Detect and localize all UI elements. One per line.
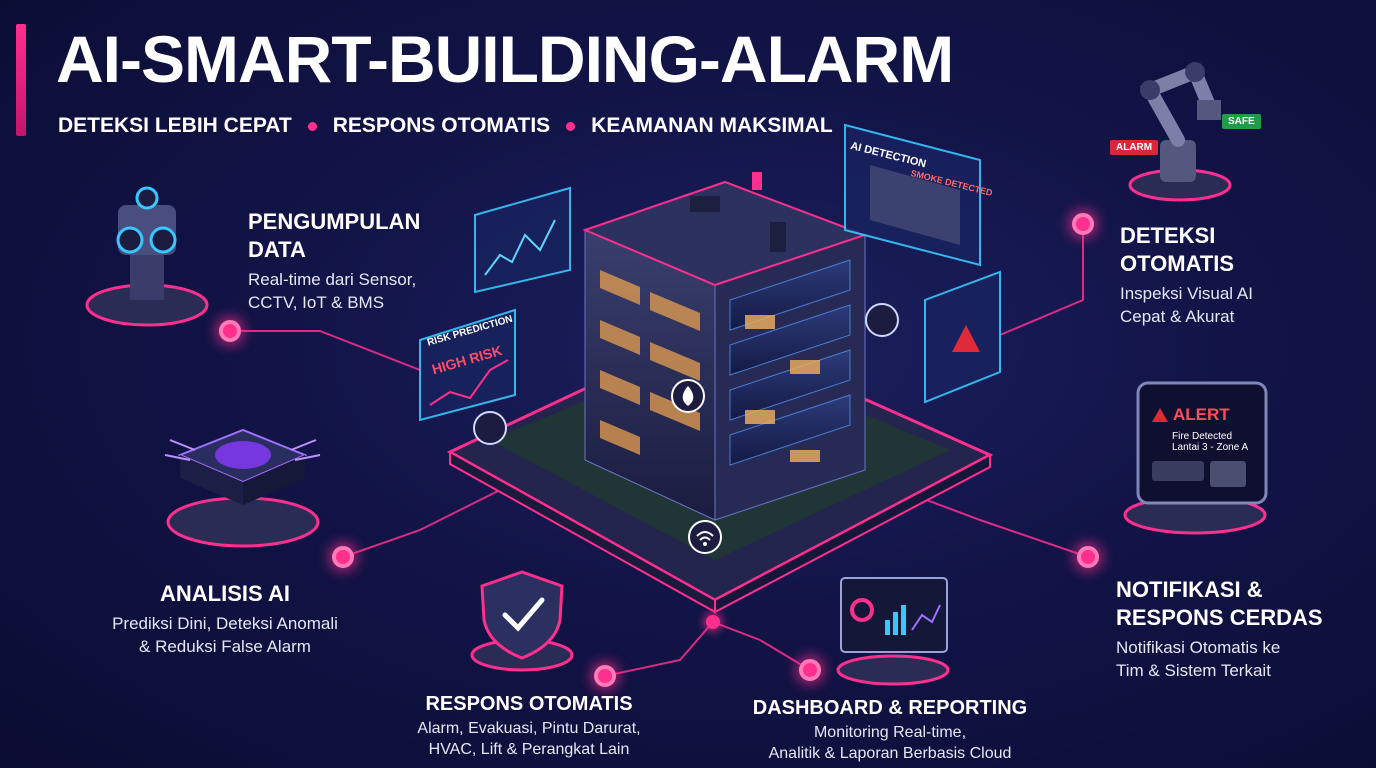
connector-node (594, 665, 616, 687)
connector-node (799, 659, 821, 681)
page-title: AI-SMART-BUILDING-ALARM (56, 22, 954, 96)
connector-node (332, 546, 354, 568)
bullet-icon (307, 121, 317, 131)
feature-desc: & Reduksi False Alarm (139, 637, 311, 656)
building (473, 172, 899, 554)
tablet-screen: ALERT Fire Detected Lantai 3 - Zone A (1152, 405, 1256, 487)
dashboard-monitor (836, 577, 950, 686)
feature-auto-response: RESPONS OTOMATIS Alarm, Evakuasi, Pintu … (384, 690, 674, 760)
feature-desc: Alarm, Evakuasi, Pintu Darurat, (417, 720, 641, 737)
tablet-action-button[interactable] (1152, 461, 1204, 481)
camera-pedestal (85, 186, 209, 327)
connector-node (219, 320, 241, 342)
feature-title: DASHBOARD & REPORTING (752, 697, 1028, 719)
ai-chip-pedestal (164, 428, 321, 548)
tablet-alert-line: Lantai 3 - Zone A (1172, 442, 1249, 453)
feature-desc: Notifikasi Otomatis ke (1116, 638, 1281, 657)
accent-bar (16, 24, 26, 136)
feature-auto-detection: DETEKSI OTOMATIS Inspeksi Visual AI Cepa… (1120, 222, 1253, 328)
feature-desc: Cepat & Akurat (1120, 307, 1235, 326)
feature-title: ANALISIS AI (160, 581, 290, 606)
connector-node (1077, 546, 1099, 568)
feature-title: DATA (248, 237, 306, 262)
feature-notification: NOTIFIKASI & RESPONS CERDAS Notifikasi O… (1116, 576, 1323, 682)
tablet-thumbnail (1210, 461, 1246, 487)
feature-title: DETEKSI (1120, 223, 1216, 248)
feature-desc: Monitoring Real-time, (813, 724, 967, 741)
feature-title: RESPONS CERDAS (1116, 605, 1323, 630)
feature-desc: Tim & Sistem Terkait (1116, 661, 1271, 680)
tagline-item: RESPONS OTOMATIS (332, 114, 551, 137)
feature-desc: Analitik & Laporan Berbasis Cloud (768, 745, 1012, 762)
shield-pedestal (470, 570, 574, 672)
feature-title: NOTIFIKASI & (1116, 577, 1263, 602)
feature-desc: Real-time dari Sensor, (248, 270, 417, 289)
warning-icon (1152, 408, 1168, 422)
feature-desc: Prediksi Dini, Deteksi Anomali (112, 614, 338, 633)
feature-title: OTOMATIS (1120, 251, 1235, 276)
feature-desc: CCTV, IoT & BMS (248, 293, 385, 312)
connector-hub (706, 615, 720, 629)
robot-arm (1128, 62, 1232, 202)
tagline-item: DETEKSI LEBIH CEPAT (58, 114, 292, 137)
feature-title: PENGUMPULAN (248, 209, 421, 234)
feature-desc: HVAC, Lift & Perangkat Lain (428, 741, 630, 758)
tablet-alert-title: ALERT (1173, 405, 1230, 424)
tagline-item: KEAMANAN MAKSIMAL (591, 114, 833, 137)
connector-node (1072, 213, 1094, 235)
feature-data-collection: PENGUMPULAN DATA Real-time dari Sensor, … (248, 208, 420, 314)
safe-chip: SAFE (1222, 114, 1261, 129)
feature-ai-analysis: ANALISIS AI Prediksi Dini, Deteksi Anoma… (90, 580, 360, 658)
bullet-icon (566, 121, 576, 131)
feature-desc: Inspeksi Visual AI (1120, 284, 1253, 303)
tagline: DETEKSI LEBIH CEPAT RESPONS OTOMATIS KEA… (58, 114, 833, 138)
floating-panels (419, 123, 1001, 422)
tablet-alert-line: Fire Detected (1172, 431, 1233, 442)
feature-title: RESPONS OTOMATIS (425, 693, 633, 715)
alarm-chip: ALARM (1110, 140, 1159, 155)
connector-lines (230, 224, 1089, 677)
feature-dashboard: DASHBOARD & REPORTING Monitoring Real-ti… (735, 694, 1045, 764)
